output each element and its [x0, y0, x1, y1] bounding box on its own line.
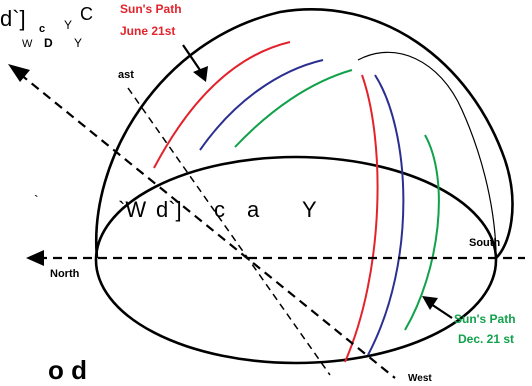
garbled-glyph: C — [80, 4, 93, 24]
north-label: North — [50, 268, 80, 280]
garbled-glyph: `W — [118, 197, 146, 222]
west-label: West — [408, 373, 432, 381]
garbled-glyph: d`] — [0, 6, 26, 31]
summer-path-descent — [344, 74, 379, 363]
garbled-glyph: Y — [74, 36, 82, 50]
garbled-glyph: Y — [302, 197, 317, 222]
sun-path-june-label: Sun's Path June 21st — [120, 2, 185, 38]
winter-path-arc — [234, 69, 353, 148]
garbled-glyph: d`] — [156, 197, 182, 222]
equinox-path-arc — [199, 59, 324, 151]
june-pointer-head — [193, 66, 208, 82]
summer-path-arc — [153, 41, 291, 169]
equinox-path-descent — [367, 74, 405, 356]
horizon-ellipse — [94, 155, 498, 365]
dome-outline — [94, 8, 514, 259]
sun-path-dec-label: Sun's Path Dec. 21 st — [454, 312, 519, 346]
garbled-glyph: a — [247, 197, 260, 222]
winter-path-descent — [404, 134, 440, 331]
garbled-glyph: Y — [64, 18, 72, 32]
dec-pointer-head — [422, 296, 438, 310]
dome-back-edge — [357, 51, 497, 251]
east-west-axis — [19, 73, 396, 379]
north-arrowhead — [26, 250, 44, 266]
east-label: ast — [118, 69, 134, 81]
east-arrowhead — [8, 64, 30, 82]
garbled-glyph: c — [39, 23, 45, 35]
garbled-glyph: W — [22, 38, 33, 50]
south-label: South — [469, 237, 500, 249]
garbled-glyph: c — [214, 197, 225, 222]
garbled-glyph: D — [44, 36, 53, 50]
garbled-glyph: ` — [34, 192, 39, 208]
bottom-fragment: o d — [48, 355, 87, 381]
zenith-axis — [127, 87, 331, 376]
